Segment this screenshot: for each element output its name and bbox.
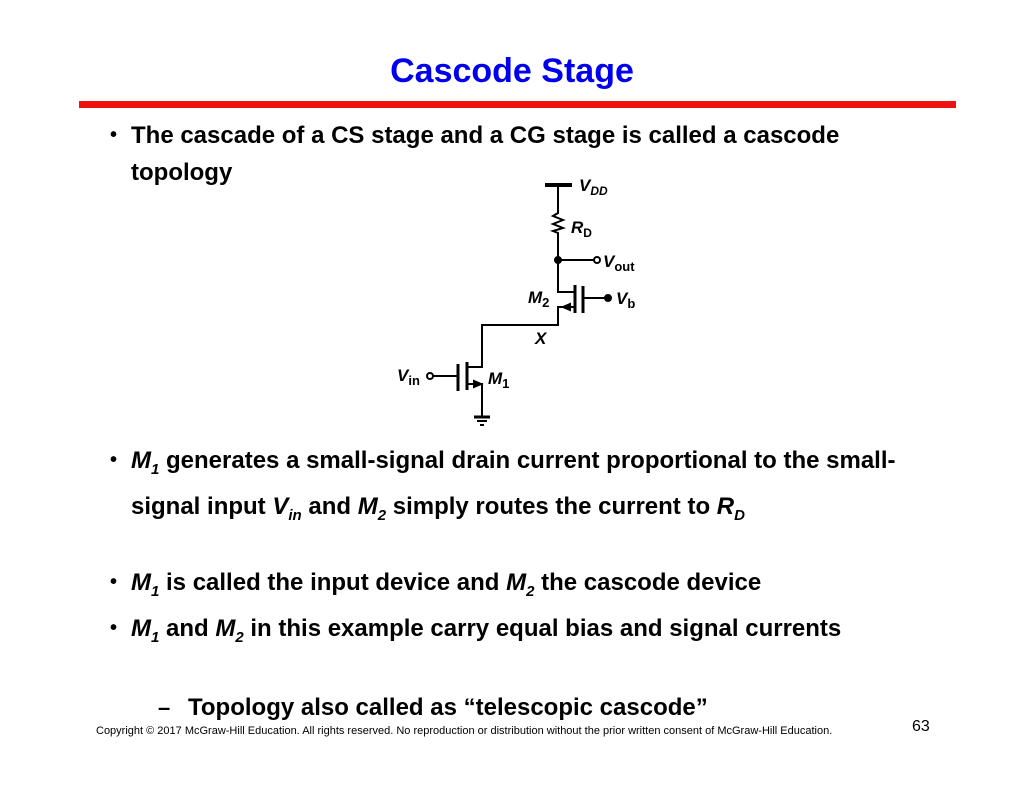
m1-source-arrow [473,379,484,389]
label-m1: M1 [488,369,509,391]
bullet-2: • M1 generates a small-signal drain curr… [110,442,930,534]
label-x: X [534,329,548,348]
bullet-text: M1 and M2 in this example carry equal bi… [131,615,842,646]
bullet-1: • The cascade of a CS stage and a CG sta… [110,117,910,191]
bullet-3: • M1 is called the input device and M2 t… [110,564,930,610]
vin-terminal [426,372,434,380]
sub-bullet-text: Topology also called as “telescopic casc… [188,694,708,721]
bullet-4: • M1 and M2 in this example carry equal … [110,610,890,656]
title-divider [79,101,956,108]
slide-title: Cascode Stage [390,52,634,90]
label-vb: Vb [616,289,635,311]
bullet-text: M1 is called the input device and M2 the… [131,569,762,600]
resistor-rd [549,185,575,293]
label-vdd: VDD [579,176,608,198]
label-rd: RD [571,218,592,240]
label-vin: Vin [397,366,420,388]
vb-terminal [604,294,612,302]
bullet-text: The cascade of a CS stage and a CG stage… [131,122,840,186]
copyright-footer: Copyright © 2017 McGraw-Hill Education. … [96,725,833,737]
label-vout: Vout [603,252,635,274]
label-m2: M2 [528,288,549,310]
m2-source-arrow [560,302,571,312]
page-number: 63 [912,718,930,735]
vout-terminal [593,256,601,264]
bullet-text: M1 generates a small-signal drain curren… [131,447,896,524]
sub-bullet: – Topology also called as “telescopic ca… [158,689,858,726]
